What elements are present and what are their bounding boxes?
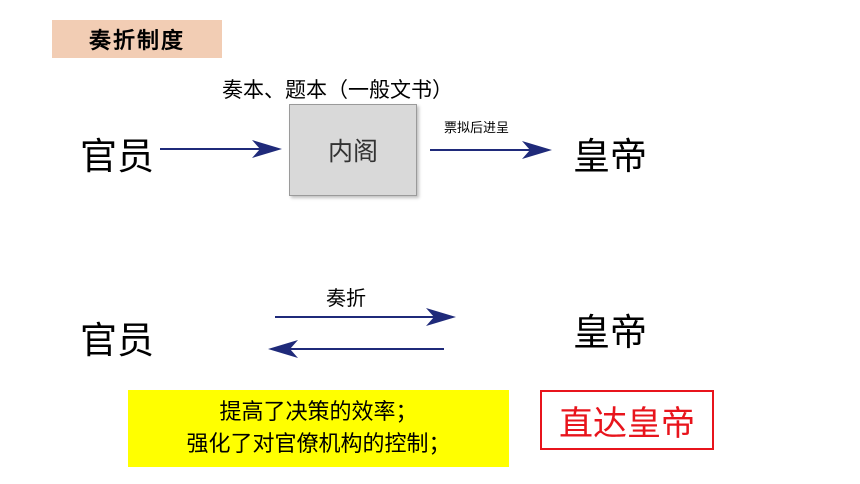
grand-secretariat-label: 内阁 bbox=[327, 137, 378, 166]
memorial-label: 奏折 bbox=[326, 286, 366, 310]
summary-box: 提高了决策的效率； 强化了对官僚机构的控制； bbox=[128, 390, 509, 467]
arrow-memorial-up bbox=[275, 308, 456, 326]
summary-line-1: 提高了决策的效率； bbox=[219, 399, 418, 425]
direct-to-emperor-box: 直达皇帝 bbox=[540, 390, 714, 450]
summary-line-2: 强化了对官僚机构的控制； bbox=[186, 431, 451, 457]
official-label-top: 官员 bbox=[80, 135, 154, 178]
emperor-label-top: 皇帝 bbox=[573, 135, 647, 178]
arrow-memorial-down bbox=[268, 340, 444, 358]
slide-title: 奏折制度 bbox=[52, 20, 222, 58]
grand-secretariat-box: 内阁 bbox=[289, 104, 417, 196]
emperor-label-bottom: 皇帝 bbox=[573, 311, 647, 354]
arrow-official-to-secretariat bbox=[160, 140, 282, 158]
draft-submit-label: 票拟后进呈 bbox=[444, 121, 510, 136]
direct-to-emperor-label: 直达皇帝 bbox=[559, 403, 695, 444]
arrow-secretariat-to-emperor bbox=[430, 141, 552, 159]
official-label-bottom: 官员 bbox=[80, 319, 154, 362]
documents-caption: 奏本、题本（一般文书） bbox=[222, 78, 453, 102]
